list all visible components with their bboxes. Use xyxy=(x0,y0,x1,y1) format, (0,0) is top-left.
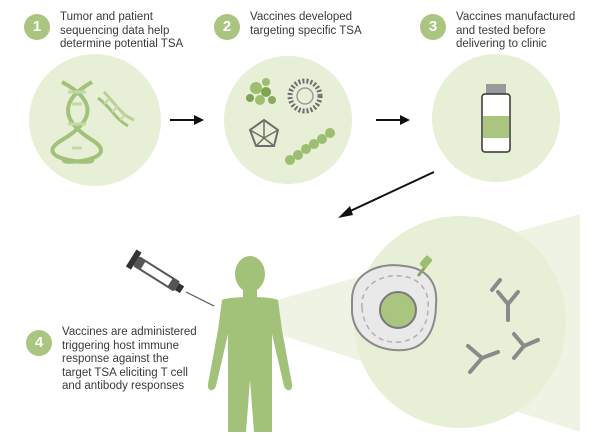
vaccine-particles-icon xyxy=(246,78,335,165)
syringe-icon xyxy=(125,249,215,307)
step-2-line: Vaccines developed xyxy=(250,11,353,23)
step-2-text: Vaccines developed targeting specific TS… xyxy=(250,11,362,38)
step-1-text: Tumor and patient sequencing data help d… xyxy=(60,11,183,52)
arrow-1-2 xyxy=(170,115,204,125)
step-4-line: response against the xyxy=(62,353,169,366)
step-1-line: sequencing data help xyxy=(60,24,170,37)
step-3-line: delivering to clinic xyxy=(456,38,547,51)
step-4-badge: 4 xyxy=(26,330,52,356)
dna-circle xyxy=(29,54,161,186)
dna-icon xyxy=(50,80,135,164)
vial-icon xyxy=(481,84,511,153)
vial-circle xyxy=(432,54,560,182)
cell-icon xyxy=(351,255,438,352)
step-2-line: targeting specific TSA xyxy=(250,24,362,37)
step-3-line: Vaccines manufactured xyxy=(456,11,576,23)
step-3-badge: 3 xyxy=(420,14,446,40)
arrow-3-4 xyxy=(338,171,435,218)
step-1-line: Tumor and patient xyxy=(60,11,153,23)
step-4-line: target TSA eliciting T cell xyxy=(62,366,188,379)
step-3-line: and tested before xyxy=(456,24,546,37)
human-figure-icon xyxy=(207,256,293,432)
step-4-line: and antibody responses xyxy=(62,380,185,393)
step-4-line: triggering host immune xyxy=(62,339,179,352)
step-1-badge: 1 xyxy=(24,14,50,40)
step-1-line: determine potential TSA xyxy=(60,38,184,51)
step-3-text: Vaccines manufactured and tested before … xyxy=(456,11,575,52)
antibody-icon xyxy=(466,278,540,374)
arrow-2-3 xyxy=(376,115,410,125)
immune-response-circle xyxy=(351,216,566,428)
step-2-badge: 2 xyxy=(214,14,240,40)
step-4-text: Vaccines are administered triggering hos… xyxy=(62,326,197,394)
vaccine-circle xyxy=(224,56,352,184)
step-4-line: Vaccines are administered xyxy=(62,326,197,338)
